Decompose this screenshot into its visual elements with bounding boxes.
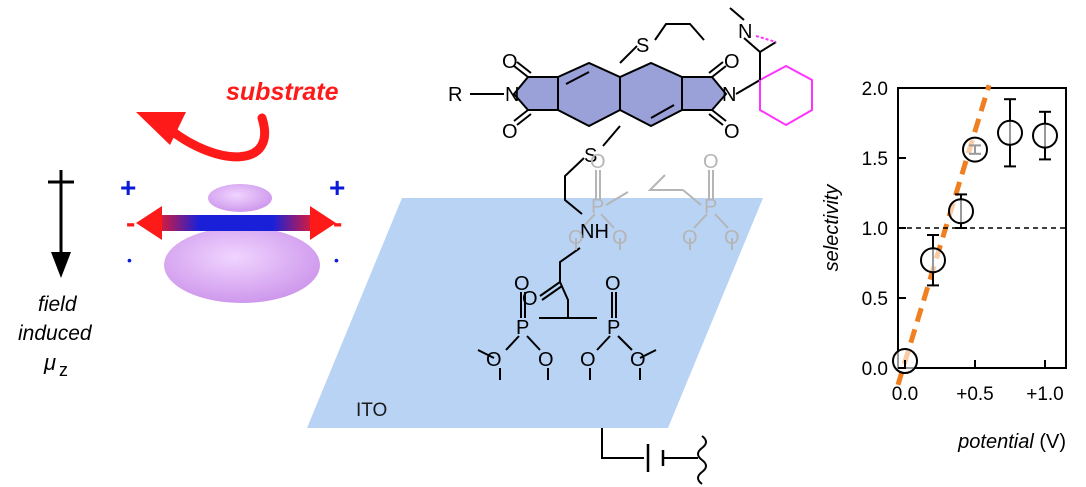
y-tick-label-3: 1.5 bbox=[862, 149, 888, 170]
y-tick-label-4: 2.0 bbox=[862, 79, 888, 100]
y-axis-label: selectivity bbox=[821, 184, 843, 272]
dot-right: • bbox=[334, 252, 339, 268]
small-lobe bbox=[208, 184, 272, 212]
dipole-illustration: substrate + - • + - • field induced μ z bbox=[18, 78, 345, 380]
label-O-p2: O bbox=[605, 273, 621, 295]
fit-layer bbox=[895, 84, 992, 386]
label-N-amine: N bbox=[738, 21, 752, 43]
data-point-4 bbox=[997, 119, 1023, 146]
points-layer bbox=[892, 98, 1058, 374]
label-O-p3: O bbox=[486, 349, 502, 371]
substrate-curved-arrow bbox=[163, 113, 269, 162]
y-tick-label-0: 0.0 bbox=[862, 359, 888, 380]
data-point-5 bbox=[1032, 122, 1058, 149]
x-tick-label-2: +1.0 bbox=[1026, 384, 1064, 405]
dipole-arrow-left bbox=[136, 206, 162, 240]
label-O-p4: O bbox=[538, 349, 554, 371]
molecule-structure bbox=[470, 7, 813, 380]
wire-break-squiggle bbox=[697, 435, 707, 485]
large-lobe bbox=[164, 227, 320, 303]
data-point-2 bbox=[948, 198, 974, 225]
imide-ring-left bbox=[512, 76, 559, 111]
label-O-p6: O bbox=[630, 349, 646, 371]
plus-right: + bbox=[329, 172, 345, 203]
label-O2: O bbox=[502, 121, 518, 143]
label-grey-O1: O bbox=[590, 151, 606, 173]
label-grey-O4: O bbox=[612, 227, 628, 249]
data-point-1 bbox=[920, 247, 946, 274]
label-O1: O bbox=[502, 51, 518, 73]
label-R: R bbox=[448, 84, 462, 106]
minus-right: - bbox=[333, 207, 342, 238]
label-S-bottom: S bbox=[584, 145, 597, 167]
label-O4: O bbox=[724, 121, 740, 143]
data-point-3 bbox=[962, 136, 988, 163]
ito-electrode: ITO bbox=[307, 198, 763, 485]
ito-plane bbox=[307, 198, 763, 428]
dipole-arrow-right bbox=[310, 206, 336, 240]
label-grey-O6: O bbox=[724, 227, 740, 249]
imide-ring-right bbox=[681, 76, 728, 111]
dipole-bar bbox=[152, 215, 320, 231]
label-O-p5: O bbox=[580, 349, 596, 371]
label-O-p1: O bbox=[514, 273, 530, 295]
label-S-top: S bbox=[636, 35, 649, 57]
x-axis-label-main: potential bbox=[957, 431, 1034, 453]
circuit-wire bbox=[601, 428, 644, 459]
x-axis-label-unit: (V) bbox=[1034, 431, 1066, 453]
plus-left: + bbox=[120, 172, 136, 203]
chart-edge-fade bbox=[1072, 80, 1086, 380]
x-tick-label-0: 0.0 bbox=[892, 384, 918, 405]
label-grey-P1: P bbox=[591, 196, 604, 218]
field-arrow-head bbox=[51, 252, 71, 278]
dot-left: • bbox=[127, 252, 132, 268]
substrate-label: substrate bbox=[226, 78, 339, 106]
label-grey-O3: O bbox=[568, 227, 584, 249]
y-tick-label-2: 1.0 bbox=[862, 219, 888, 240]
ito-label: ITO bbox=[356, 400, 387, 421]
x-tick-label-1: +0.5 bbox=[956, 384, 994, 405]
field-label-line2: induced bbox=[18, 322, 93, 345]
field-label-line1: field bbox=[38, 293, 78, 316]
x-axis-label: potential (V) bbox=[957, 431, 1066, 453]
molecule-atom-labels: R N N O O O O S N S NH O O O P P O O O O… bbox=[448, 21, 752, 371]
label-N-left: N bbox=[505, 84, 519, 106]
field-label-sub: z bbox=[59, 360, 68, 380]
label-P1: P bbox=[516, 317, 529, 339]
cyclohexane-ring bbox=[759, 64, 813, 127]
y-tick-label-1: 0.5 bbox=[862, 289, 888, 310]
label-O-amide: O bbox=[522, 288, 538, 310]
field-label-mu: μ bbox=[43, 350, 56, 375]
label-grey-P2: P bbox=[704, 196, 717, 218]
label-NH: NH bbox=[580, 221, 609, 243]
selectivity-chart: 0.0 0.5 1.0 1.5 2.0 0.0 +0.5 +1.0 selectivity p… bbox=[821, 79, 1086, 453]
minus-left: - bbox=[126, 207, 135, 238]
label-N-right: N bbox=[722, 84, 736, 106]
label-grey-O5: O bbox=[682, 227, 698, 249]
label-grey-O2: O bbox=[703, 151, 719, 173]
substrate-arrowhead bbox=[136, 112, 186, 145]
ticks-layer: 0.0 0.5 1.0 1.5 2.0 0.0 +0.5 +1.0 bbox=[862, 79, 1064, 405]
fit-line bbox=[895, 84, 992, 386]
label-O3: O bbox=[724, 51, 740, 73]
label-P2: P bbox=[607, 317, 620, 339]
